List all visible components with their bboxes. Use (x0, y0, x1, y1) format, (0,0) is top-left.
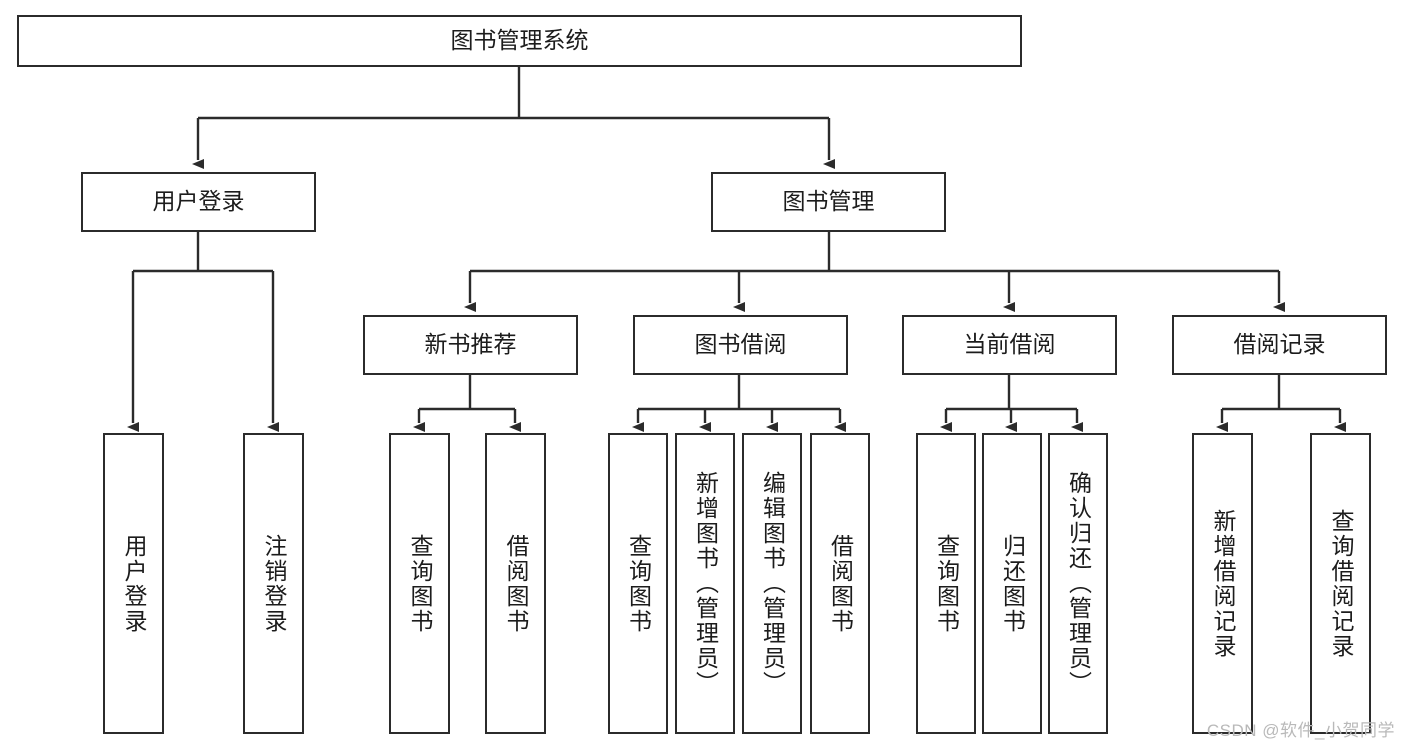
node-label: 归还图书 (999, 533, 1026, 634)
node-label: 借阅图书 (503, 533, 529, 634)
leaf-query-books-borrow[interactable]: 查询图书 (608, 433, 668, 734)
node-label: 图书管理系统 (450, 27, 589, 54)
node-user-login[interactable]: 用户登录 (81, 172, 316, 232)
leaf-query-borrow-record[interactable]: 查询借阅记录 (1310, 433, 1371, 734)
node-label: 用户登录 (152, 188, 245, 215)
leaf-query-books-recommendation[interactable]: 查询图书 (389, 433, 450, 734)
node-label: 查询图书 (933, 533, 960, 634)
node-root-library-system[interactable]: 图书管理系统 (17, 15, 1022, 67)
node-book-management[interactable]: 图书管理 (711, 172, 946, 232)
node-label: 用户登录 (121, 533, 147, 634)
node-label: 编辑图书（管理员） (759, 471, 786, 696)
node-book-borrowing[interactable]: 图书借阅 (633, 315, 848, 375)
node-label: 新增图书（管理员） (692, 471, 719, 696)
node-label: 图书借阅 (694, 331, 787, 358)
node-label: 图书管理 (782, 188, 875, 215)
node-label: 注销登录 (261, 533, 287, 634)
node-label: 当前借阅 (963, 331, 1056, 358)
node-label: 新增借阅记录 (1210, 508, 1236, 659)
node-label: 查询图书 (407, 533, 433, 634)
node-label: 新书推荐 (424, 331, 517, 358)
leaf-add-borrow-record[interactable]: 新增借阅记录 (1192, 433, 1253, 734)
leaf-edit-book-admin[interactable]: 编辑图书（管理员） (742, 433, 802, 734)
leaf-return-book[interactable]: 归还图书 (982, 433, 1042, 734)
leaf-user-login[interactable]: 用户登录 (103, 433, 164, 734)
node-label: 确认归还（管理员） (1065, 471, 1092, 696)
node-new-book-recommendation[interactable]: 新书推荐 (363, 315, 578, 375)
leaf-query-books-current[interactable]: 查询图书 (916, 433, 976, 734)
leaf-borrow-book[interactable]: 借阅图书 (810, 433, 870, 734)
leaf-add-book-admin[interactable]: 新增图书（管理员） (675, 433, 735, 734)
node-label: 借阅记录 (1233, 331, 1326, 358)
node-label: 借阅图书 (827, 533, 854, 634)
node-label: 查询借阅记录 (1328, 508, 1354, 659)
node-current-borrowing[interactable]: 当前借阅 (902, 315, 1117, 375)
leaf-borrow-books-recommendation[interactable]: 借阅图书 (485, 433, 546, 734)
leaf-confirm-return-admin[interactable]: 确认归还（管理员） (1048, 433, 1108, 734)
node-borrow-records[interactable]: 借阅记录 (1172, 315, 1387, 375)
leaf-logout[interactable]: 注销登录 (243, 433, 304, 734)
node-label: 查询图书 (625, 533, 652, 634)
